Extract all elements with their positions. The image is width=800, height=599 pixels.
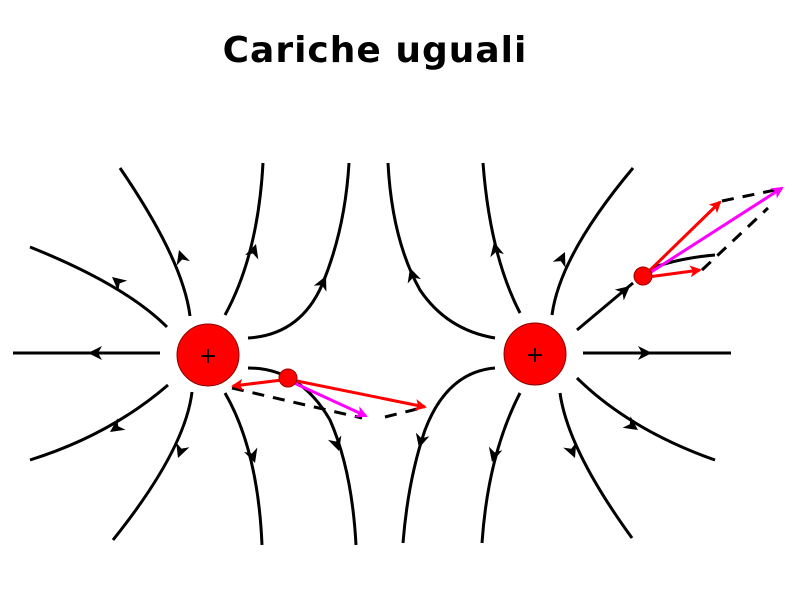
arrowhead xyxy=(245,244,259,260)
field-line xyxy=(651,253,716,270)
field-line xyxy=(223,392,264,546)
arrowhead xyxy=(176,442,190,458)
diagram-title: Cariche uguali xyxy=(222,30,528,71)
field-line xyxy=(223,162,265,316)
arrowhead xyxy=(88,346,102,360)
field-line xyxy=(29,383,169,462)
repulsion-vector-left xyxy=(231,378,283,391)
arrowhead xyxy=(407,268,421,284)
arrowhead xyxy=(563,442,577,458)
field-line xyxy=(480,392,522,544)
resultant-field-vector xyxy=(291,380,368,418)
field-vector-from-right-charge xyxy=(647,265,702,279)
right-charge-field-lines xyxy=(386,162,731,544)
field-line xyxy=(386,162,496,340)
field-line xyxy=(550,167,635,316)
arrowhead xyxy=(415,432,430,448)
field-line xyxy=(481,162,522,314)
field-line xyxy=(118,167,192,317)
parallelogram-dashed-line xyxy=(721,187,781,203)
field-line xyxy=(575,376,716,462)
left-test-charge-vectors xyxy=(231,368,427,420)
arrowhead xyxy=(490,242,504,258)
right-test-charge-vectors xyxy=(633,186,784,286)
arrowhead xyxy=(488,446,503,462)
parallelogram-dashed-line xyxy=(700,206,770,272)
arrowhead xyxy=(638,346,652,360)
charge-sign: + xyxy=(199,344,217,369)
charge-circle xyxy=(176,323,240,387)
field-line xyxy=(401,366,496,544)
arrowhead xyxy=(176,250,190,266)
arrowhead xyxy=(328,435,342,451)
test-charge xyxy=(278,368,298,388)
field-line xyxy=(111,391,194,541)
field-line xyxy=(247,366,358,546)
arrowhead xyxy=(112,277,128,292)
right-charge: + xyxy=(503,322,567,386)
arrowhead xyxy=(244,447,258,463)
field-vector-from-left-charge xyxy=(644,200,722,276)
field-line xyxy=(558,392,634,539)
left-charge-field-lines xyxy=(13,162,358,546)
arrowhead xyxy=(110,418,126,432)
left-charge: + xyxy=(176,323,240,387)
parallelogram-dashed-line xyxy=(384,405,426,419)
arrowhead xyxy=(313,276,327,292)
arrowhead xyxy=(614,286,630,301)
field-line xyxy=(29,245,169,329)
arrowhead xyxy=(622,416,638,430)
test-charge xyxy=(633,266,653,286)
resultant-field-vector xyxy=(647,186,784,276)
field-line xyxy=(247,162,351,340)
charge-circle xyxy=(503,322,567,386)
parallelogram-dashed-line xyxy=(231,386,363,420)
arrowhead xyxy=(552,252,566,268)
repulsion-vector-right xyxy=(291,378,427,411)
charge-sign: + xyxy=(526,343,544,368)
